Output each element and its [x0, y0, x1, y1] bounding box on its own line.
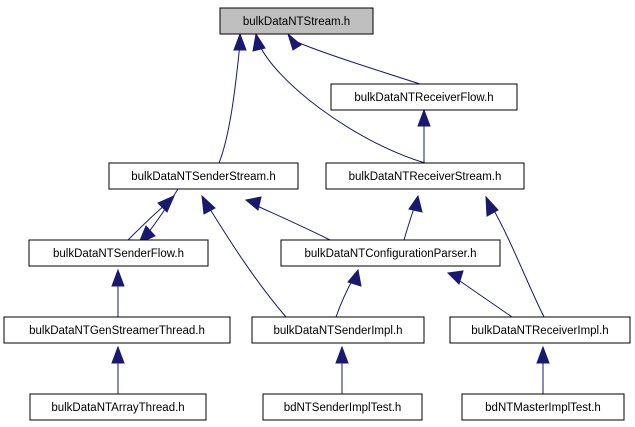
- graph-node-senderflow[interactable]: bulkDataNTSenderFlow.h: [28, 239, 209, 267]
- graph-node-stream[interactable]: bulkDataNTStream.h: [219, 7, 374, 35]
- edge-receiverflow-to-stream: [287, 32, 421, 85]
- edge-bdmastertest-to-receiverimpl: [536, 345, 550, 394]
- edge-bdsendertest-to-senderimpl: [335, 345, 349, 394]
- node-box[interactable]: [280, 239, 501, 267]
- edge-line: [456, 278, 513, 318]
- graph-node-bdmastertest[interactable]: bdNTMasterImplTest.h: [461, 393, 625, 421]
- node-label: bulkDataNTGenStreamerThread.h: [29, 325, 205, 337]
- node-box[interactable]: [325, 162, 525, 190]
- edge-line: [127, 204, 166, 241]
- graph-node-configparser[interactable]: bulkDataNTConfigurationParser.h: [280, 239, 501, 267]
- node-label: bdNTSenderImplTest.h: [284, 402, 402, 414]
- edge-senderimpl-to-senderstream: [201, 194, 287, 318]
- edge-line: [296, 41, 421, 85]
- node-box[interactable]: [28, 239, 209, 267]
- graph-node-senderstream[interactable]: bulkDataNTSenderStream.h: [108, 162, 299, 190]
- edges-layer: [111, 32, 550, 394]
- arrowhead-icon: [157, 195, 175, 213]
- edge-receiverstream-to-stream: [252, 32, 426, 164]
- edge-senderflow-to-senderstream: [127, 195, 175, 241]
- node-label: bulkDataNTSenderStream.h: [131, 171, 275, 183]
- arrowhead-icon: [408, 194, 423, 213]
- arrowhead-icon: [287, 32, 302, 51]
- edge-configparser-to-senderstream: [244, 196, 331, 241]
- node-label: bulkDataNTReceiverImpl.h: [471, 325, 608, 337]
- arrowhead-icon: [201, 194, 216, 215]
- edge-line: [207, 205, 287, 318]
- arrowhead-icon: [446, 270, 464, 285]
- arrowhead-icon: [111, 268, 125, 287]
- arrowhead-icon: [335, 345, 349, 364]
- node-label: bulkDataNTSenderImpl.h: [273, 325, 402, 337]
- arrowhead-icon: [417, 108, 431, 127]
- graph-node-bdsendertest[interactable]: bdNTSenderImplTest.h: [262, 393, 423, 421]
- node-label: bdNTMasterImplTest.h: [485, 402, 601, 414]
- edge-receiverstream-to-receiverflow: [417, 108, 431, 163]
- edge-line: [491, 206, 545, 318]
- graph-node-genstreamer[interactable]: bulkDataNTGenStreamerThread.h: [3, 316, 231, 344]
- arrowhead-icon: [347, 268, 362, 287]
- graph-node-receiverflow[interactable]: bulkDataNTReceiverFlow.h: [330, 83, 518, 111]
- node-label: bulkDataNTReceiverStream.h: [349, 171, 502, 183]
- edge-genstreamer-to-senderflow: [111, 268, 125, 317]
- edge-receiverimpl-to-receiverstream: [485, 195, 545, 318]
- edge-line: [254, 204, 331, 241]
- node-box[interactable]: [330, 83, 518, 111]
- node-box[interactable]: [3, 316, 231, 344]
- graph-node-arraythread[interactable]: bulkDataNTArrayThread.h: [29, 393, 207, 421]
- arrowhead-icon: [244, 196, 262, 211]
- edge-arraythread-to-genstreamer: [111, 345, 125, 394]
- node-box[interactable]: [461, 393, 625, 421]
- edge-receiverimpl-to-configparser: [446, 270, 513, 318]
- arrowhead-icon: [111, 345, 125, 364]
- graph-node-receiverimpl[interactable]: bulkDataNTReceiverImpl.h: [449, 316, 631, 344]
- graph-node-senderimpl[interactable]: bulkDataNTSenderImpl.h: [251, 316, 425, 344]
- node-label: bulkDataNTStream.h: [243, 16, 350, 28]
- edge-line: [147, 188, 179, 234]
- node-box[interactable]: [262, 393, 423, 421]
- nodes-layer: bulkDataNTStream.h bulkDataNTReceiverFlow…: [3, 7, 631, 421]
- arrowhead-icon: [233, 32, 247, 51]
- node-label: bulkDataNTReceiverFlow.h: [354, 92, 493, 104]
- node-label: bulkDataNTArrayThread.h: [51, 402, 184, 414]
- node-box[interactable]: [449, 316, 631, 344]
- node-box[interactable]: [219, 7, 374, 35]
- node-box[interactable]: [251, 316, 425, 344]
- edge-senderstream-to-stream: [218, 32, 247, 164]
- graph-node-receiverstream[interactable]: bulkDataNTReceiverStream.h: [325, 162, 525, 190]
- edge-line: [258, 43, 426, 164]
- edge-senderimpl-to-configparser: [335, 268, 362, 318]
- edge-configparser-to-receiverstream: [403, 194, 423, 241]
- node-box[interactable]: [29, 393, 207, 421]
- edge-line: [335, 278, 354, 318]
- node-label: bulkDataNTSenderFlow.h: [53, 248, 184, 260]
- arrowhead-icon: [252, 32, 266, 52]
- arrowhead-icon: [536, 345, 550, 364]
- node-label: bulkDataNTConfigurationParser.h: [305, 248, 477, 260]
- edge-line: [218, 43, 241, 164]
- arrowhead-icon: [485, 195, 499, 217]
- node-box[interactable]: [108, 162, 299, 190]
